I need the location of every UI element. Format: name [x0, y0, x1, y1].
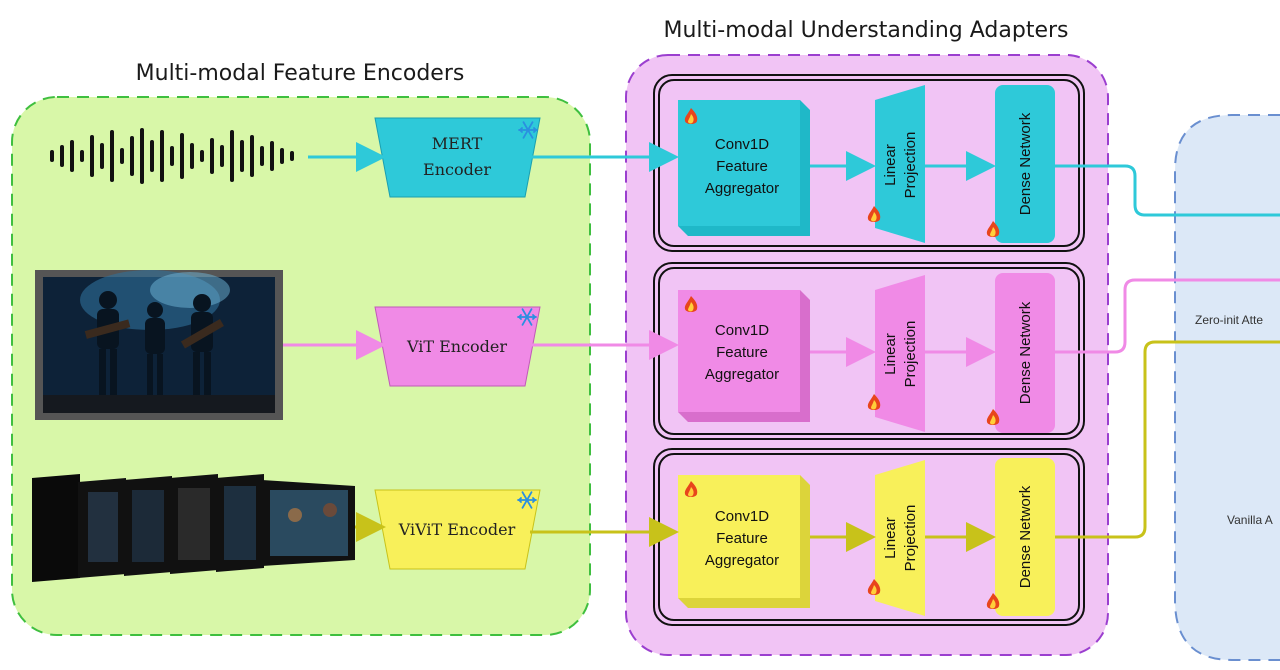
audio-flow-arrows: [308, 142, 1280, 217]
side-panel: [1174, 114, 1280, 661]
adapters-title: Multi-modal Understanding Adapters: [664, 18, 1069, 43]
concert-image: [35, 270, 283, 420]
vivit-encoder-block: [374, 489, 541, 570]
vit-encoder-label: ViT Encoder: [406, 337, 507, 356]
adapter-row-audio: Conv1D Feature Aggregator Linear Project…: [653, 74, 1085, 252]
side-label-zero-init: Zero-init Atte: [1195, 313, 1263, 327]
vivit-encoder-label: ViViT Encoder: [398, 520, 516, 539]
agg-label-3: Aggregator: [705, 366, 779, 383]
proj-label-1: Linear: [882, 517, 899, 559]
agg-label-2: Feature: [716, 530, 768, 547]
agg-label-2: Feature: [716, 344, 768, 361]
agg-label-1: Conv1D: [715, 136, 769, 153]
proj-label-2: Projection: [902, 505, 919, 572]
agg-label-1: Conv1D: [715, 322, 769, 339]
agg-label-2: Feature: [716, 158, 768, 175]
dense-label: Dense Network: [1017, 112, 1034, 215]
video-flow-arrows: [355, 340, 1280, 552]
mert-encoder-line2: Encoder: [423, 160, 491, 179]
proj-label-1: Linear: [882, 144, 899, 186]
proj-label-1: Linear: [882, 333, 899, 375]
dense-label: Dense Network: [1017, 301, 1034, 404]
adapter-row-image: Conv1D Feature Aggregator Linear Project…: [653, 262, 1085, 440]
agg-label-1: Conv1D: [715, 508, 769, 525]
audio-waveform-icon: [50, 128, 294, 184]
proj-label-2: Projection: [902, 132, 919, 199]
proj-label-2: Projection: [902, 321, 919, 388]
agg-label-3: Aggregator: [705, 552, 779, 569]
agg-label-3: Aggregator: [705, 180, 779, 197]
mert-encoder-block: [374, 117, 541, 198]
encoders-title: Multi-modal Feature Encoders: [136, 61, 465, 86]
mert-encoder-line1: MERT: [432, 134, 483, 153]
dense-label: Dense Network: [1017, 485, 1034, 588]
image-flow-arrows: [283, 278, 1280, 367]
video-frames-stack: [32, 474, 355, 582]
side-label-vanilla: Vanilla A: [1227, 513, 1273, 527]
